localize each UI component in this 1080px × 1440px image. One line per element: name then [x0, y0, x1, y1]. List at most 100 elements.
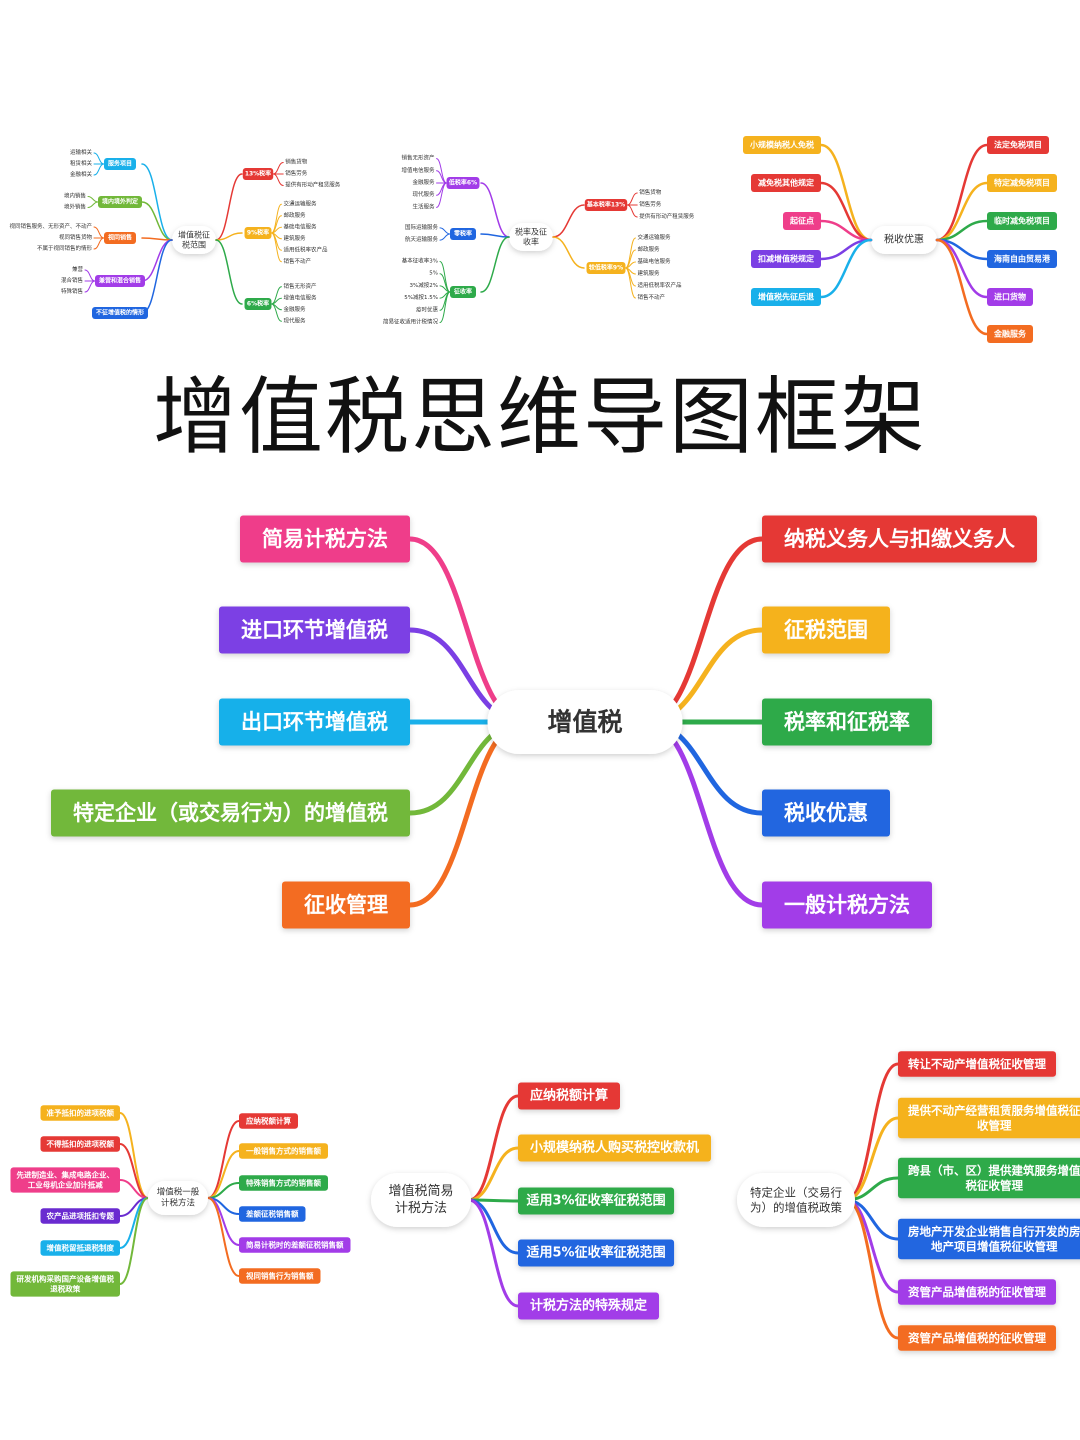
- mini1-right-branch-bg: [242, 168, 274, 180]
- mini2-center-label: 收率: [523, 237, 539, 247]
- mini4-right-branch[interactable]: 应纳税额计算: [239, 1113, 298, 1129]
- mini1-left-branch[interactable]: 视同销售: [104, 232, 136, 244]
- main-left-branch[interactable]: 特定企业（或交易行为）的增值税: [51, 789, 410, 837]
- main-right-branch[interactable]: 征税范围: [762, 606, 890, 654]
- mini1-leaf: 销售劳务: [285, 169, 308, 177]
- mini4-right-branch[interactable]: 差额征税销售额: [239, 1206, 306, 1222]
- mini4-right-branch-label: 特殊销售方式的销售额: [246, 1178, 321, 1188]
- mini6-right-branch[interactable]: 资管产品增值税的征收管理: [898, 1279, 1056, 1305]
- mini1-leaf: 租赁相关: [70, 159, 93, 167]
- main-right-branch[interactable]: 税收优惠: [762, 789, 890, 837]
- main-right-branch[interactable]: 税率和征税率: [762, 698, 932, 746]
- mini6-right-branch[interactable]: 资管产品增值税的征收管理: [898, 1325, 1056, 1351]
- mini3-center-label: 税收优惠: [884, 233, 924, 246]
- mini1-left-branch[interactable]: 兼营和混合销售: [95, 275, 145, 287]
- main-right-branch[interactable]: 纳税义务人与扣缴义务人: [762, 515, 1037, 563]
- mini1-leaf: 特殊销售: [61, 287, 83, 295]
- mini3-right-branch-label: 特定减免税项目: [994, 178, 1050, 188]
- mini3-left-branch[interactable]: 扣减增值税规定: [751, 250, 821, 268]
- mini1-right-branch[interactable]: 6%税率: [244, 298, 272, 310]
- mini5-right-branch[interactable]: 适用5%征收率征税范围: [518, 1239, 675, 1267]
- main-left-branch[interactable]: 出口环节增值税: [219, 698, 410, 746]
- mini4-left-branch[interactable]: 先进制造业、集成电路企业、工业母机企业加计抵减: [10, 1167, 121, 1193]
- mini6-center-label: 为）的增值税政策: [750, 1200, 842, 1214]
- mini2-leaf: 国际运输服务: [405, 223, 439, 231]
- mini2-leaf-line: [624, 237, 636, 269]
- mini3-right-branch[interactable]: 金融服务: [987, 325, 1033, 343]
- mini1-leaf: 适用低税率农产品: [283, 245, 328, 253]
- mini6-right-branch-line: [844, 1198, 900, 1294]
- mini3-right-branch[interactable]: 海南自由贸易港: [987, 250, 1057, 268]
- main-right-branch[interactable]: 一般计税方法: [762, 881, 932, 929]
- mini2-right-branch[interactable]: 基本税率13%: [584, 199, 628, 211]
- mini3-right-branch-label: 海南自由贸易港: [994, 254, 1051, 264]
- mini1-left-branch[interactable]: 服务项目: [104, 158, 136, 170]
- mini2-leaf: 生活服务: [413, 202, 436, 210]
- mini2-center-bg: [509, 223, 553, 251]
- mini5-right-branch[interactable]: 计税方法的特殊规定: [518, 1292, 659, 1320]
- mini3-left-branch[interactable]: 减免税其他规定: [751, 174, 821, 192]
- mini3-right-branch-label: 法定免税项目: [994, 140, 1042, 150]
- mini4-right-branch[interactable]: 特殊销售方式的销售额: [239, 1175, 328, 1191]
- mini4-left-branch[interactable]: 不得抵扣的进项税额: [40, 1136, 121, 1152]
- mini4-left-branch[interactable]: 增值税留抵退税制度: [40, 1240, 121, 1256]
- main-left-branch[interactable]: 简易计税方法: [240, 515, 410, 563]
- mini4-left-branch[interactable]: 准予抵扣的进项税额: [40, 1105, 121, 1121]
- mini2-leaf: 提供有形动产租赁服务: [639, 212, 695, 220]
- main-right-branch-label: 税率和征税率: [784, 710, 910, 734]
- mini1-right-branch[interactable]: 13%税率: [242, 168, 274, 180]
- mini5-right-branch[interactable]: 应纳税额计算: [518, 1082, 620, 1110]
- mini3-center[interactable]: 税收优惠: [871, 226, 937, 254]
- mini3-right-branch[interactable]: 临时减免税项目: [987, 212, 1057, 230]
- main-left-branch[interactable]: 征收管理: [282, 881, 410, 929]
- mini2-leaf: 5%减按1.5%: [404, 293, 438, 301]
- mini4-left-branch-bg: [40, 1136, 120, 1152]
- mini2-left-branch-line: [480, 233, 510, 238]
- mini3-right-branch[interactable]: 进口货物: [987, 288, 1033, 306]
- mini2-leaf: 基本征收率3%: [402, 257, 438, 265]
- mini2-left-branch[interactable]: 低税率6%: [446, 177, 480, 189]
- mini4-right-branch[interactable]: 简易计税时的差额征税销售额: [239, 1237, 351, 1253]
- main-left-branch-label: 出口环节增值税: [241, 710, 388, 734]
- mini1-right-branch-label: 13%税率: [245, 170, 271, 178]
- main-center[interactable]: 增值税: [487, 690, 683, 754]
- mini2-leaf: 疫时优惠: [416, 305, 439, 313]
- mini1-leaf-line: [93, 226, 105, 239]
- mini3-left-branch[interactable]: 起征点: [783, 212, 821, 230]
- mini5-right-branch[interactable]: 小规模纳税人购买税控收款机: [518, 1134, 711, 1162]
- mini2-leaf: 交通运输服务: [637, 233, 671, 241]
- mini4-right-branch[interactable]: 一般销售方式的销售额: [239, 1143, 328, 1159]
- mini5-right-branch-bg: [518, 1134, 711, 1162]
- mini5-right-branch[interactable]: 适用3%征收率征税范围: [518, 1187, 675, 1215]
- mini1-left-branch[interactable]: 境内境外判定: [98, 196, 142, 208]
- mini3-right-branch-line: [935, 181, 989, 242]
- mini6-center[interactable]: 特定企业（交易行为）的增值税政策: [737, 1173, 855, 1227]
- mini2-right-branch[interactable]: 较低税率9%: [586, 262, 626, 274]
- mini6-right-branch-bg: [898, 1157, 1080, 1199]
- mini2-left-branch[interactable]: 零税率: [450, 228, 476, 240]
- mini4-left-branch[interactable]: 农产品进项抵扣专题: [40, 1208, 121, 1224]
- main-left-branch[interactable]: 进口环节增值税: [219, 606, 410, 654]
- mini1-left-branch-label: 兼营和混合销售: [98, 277, 141, 285]
- mini4-right-branch[interactable]: 视同销售行为销售额: [239, 1268, 321, 1284]
- mini1-left-branch[interactable]: 不征增值税的情形: [92, 307, 148, 319]
- mini2-leaf: 5%: [429, 271, 438, 277]
- mini3-left-branch[interactable]: 增值税先征后退: [751, 288, 821, 306]
- mini6-right-branch[interactable]: 转让不动产增值税征收管理: [898, 1051, 1056, 1077]
- mini2-left-branch[interactable]: 征收率: [450, 286, 476, 298]
- mini1-leaf: 交通运输服务: [283, 199, 317, 207]
- mini6-right-branch-label: 资管产品增值税的征收管理: [908, 1285, 1046, 1299]
- main-center-label: 增值税: [547, 708, 622, 737]
- mini3-left-branch[interactable]: 小规模纳税人免税: [743, 136, 821, 154]
- mini3-right-branch[interactable]: 特定减免税项目: [987, 174, 1057, 192]
- mini3-right-branch[interactable]: 法定免税项目: [987, 136, 1049, 154]
- mini1-right-branch[interactable]: 9%税率: [244, 227, 272, 239]
